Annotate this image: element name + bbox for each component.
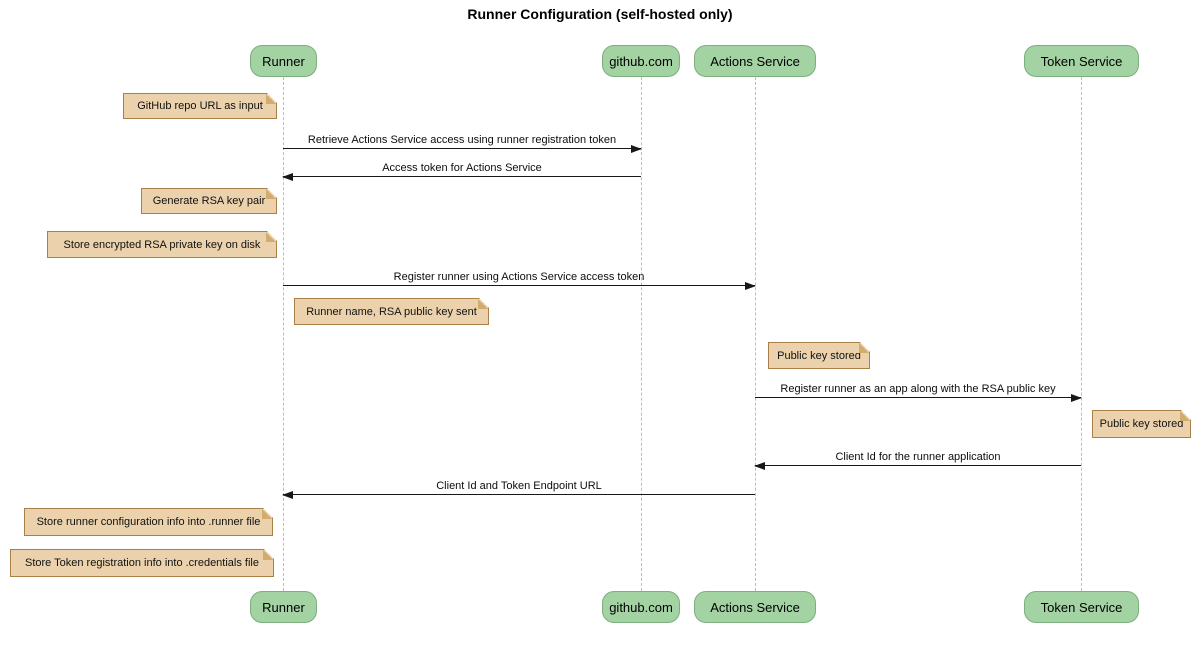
arrowhead-left-icon — [282, 491, 293, 499]
message-register-runner: Register runner using Actions Service ac… — [283, 270, 756, 290]
note-generate-rsa: Generate RSA key pair — [141, 188, 277, 214]
note-fold-icon — [266, 232, 276, 242]
message-line — [283, 285, 755, 286]
note-text: Store encrypted RSA private key on disk — [63, 238, 261, 251]
message-label: Register runner as an app along with the… — [780, 383, 1056, 395]
message-retrieve-actions-access: Retrieve Actions Service access using ru… — [283, 133, 642, 153]
note-public-key-stored-actions: Public key stored — [768, 342, 870, 369]
participant-actions-service-bottom: Actions Service — [694, 591, 816, 623]
lifeline-github — [641, 77, 642, 591]
note-repo-url: GitHub repo URL as input — [123, 93, 277, 119]
message-client-id-endpoint: Client Id and Token Endpoint URL — [282, 479, 755, 499]
message-register-runner-app: Register runner as an app along with the… — [755, 382, 1082, 402]
diagram-title: Runner Configuration (self-hosted only) — [467, 6, 733, 22]
arrowhead-left-icon — [282, 173, 293, 181]
lifeline-runner — [283, 77, 284, 591]
note-fold-icon — [478, 299, 488, 309]
note-text: Generate RSA key pair — [152, 195, 266, 207]
note-store-private-key: Store encrypted RSA private key on disk — [47, 231, 277, 258]
participant-actions-service-top: Actions Service — [694, 45, 816, 77]
message-access-token: Access token for Actions Service — [282, 161, 641, 181]
message-line — [755, 465, 1081, 466]
note-text: Public key stored — [1099, 418, 1184, 430]
participant-token-service-top: Token Service — [1024, 45, 1139, 77]
note-fold-icon — [859, 343, 869, 353]
arrowhead-right-icon — [631, 145, 642, 153]
note-text: Runner name, RSA public key sent — [306, 305, 477, 318]
note-public-key-stored-token: Public key stored — [1092, 410, 1191, 438]
note-fold-icon — [266, 94, 276, 104]
note-fold-icon — [266, 189, 276, 199]
note-runner-name-key-sent: Runner name, RSA public key sent — [294, 298, 489, 325]
message-line — [755, 397, 1081, 398]
lifeline-actions-service — [755, 77, 756, 591]
note-text: Public key stored — [777, 349, 861, 362]
note-fold-icon — [262, 509, 272, 519]
lifeline-token-service — [1081, 77, 1082, 591]
message-client-id: Client Id for the runner application — [754, 450, 1081, 470]
note-store-credentials-file: Store Token registration info into .cred… — [10, 549, 274, 577]
note-text: Store Token registration info into .cred… — [25, 557, 259, 569]
message-label: Register runner using Actions Service ac… — [393, 271, 645, 283]
participant-runner-top: Runner — [250, 45, 317, 77]
note-fold-icon — [263, 550, 273, 560]
message-label: Access token for Actions Service — [382, 162, 542, 174]
arrowhead-left-icon — [754, 462, 765, 470]
message-label: Client Id for the runner application — [835, 451, 1001, 463]
note-store-runner-file: Store runner configuration info into .ru… — [24, 508, 273, 536]
participant-github-top: github.com — [602, 45, 680, 77]
note-fold-icon — [1180, 411, 1190, 421]
participant-token-service-bottom: Token Service — [1024, 591, 1139, 623]
participant-github-bottom: github.com — [602, 591, 680, 623]
message-label: Client Id and Token Endpoint URL — [436, 480, 602, 492]
message-line — [283, 494, 755, 495]
note-text: GitHub repo URL as input — [137, 100, 263, 112]
message-label: Retrieve Actions Service access using ru… — [307, 134, 617, 146]
message-line — [283, 148, 641, 149]
arrowhead-right-icon — [745, 282, 756, 290]
arrowhead-right-icon — [1071, 394, 1082, 402]
participant-runner-bottom: Runner — [250, 591, 317, 623]
note-text: Store runner configuration info into .ru… — [36, 516, 261, 528]
message-line — [283, 176, 641, 177]
